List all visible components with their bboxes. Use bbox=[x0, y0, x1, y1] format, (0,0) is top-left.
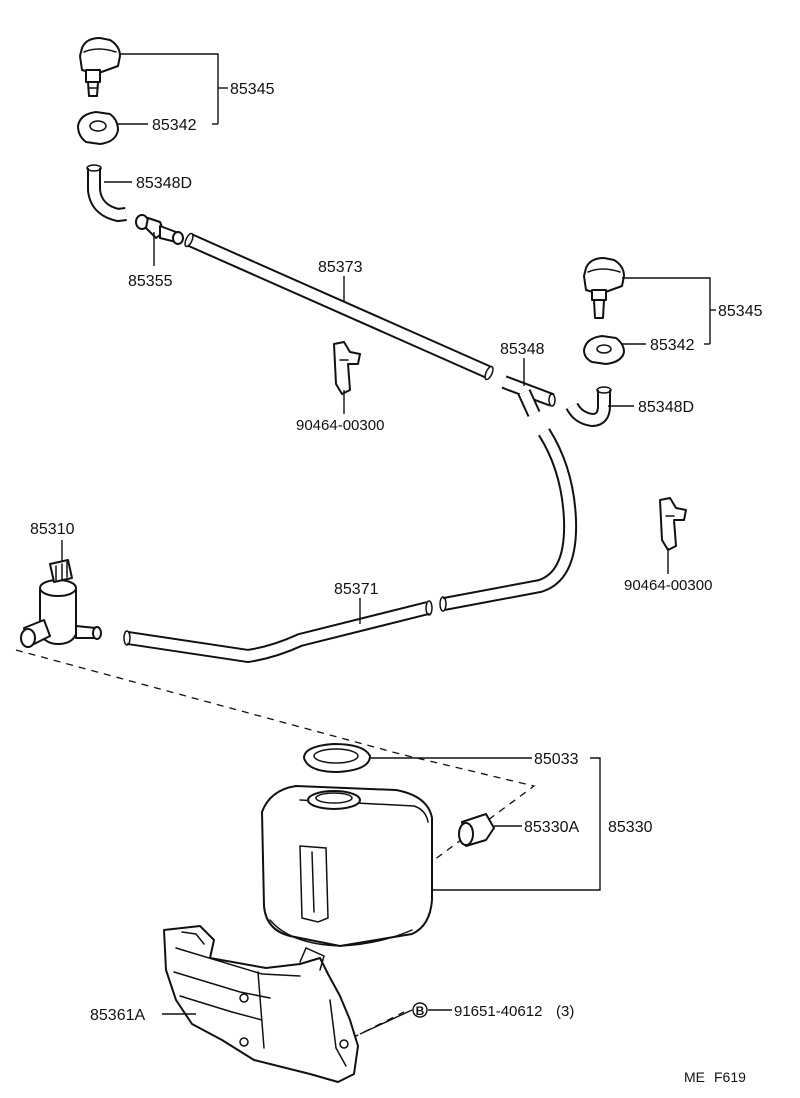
label-hose-upper: 85373 bbox=[318, 259, 363, 276]
clip-center bbox=[333, 341, 361, 395]
washer-nozzle-right bbox=[583, 257, 625, 319]
label-hose-elbow-left: 85348D bbox=[136, 175, 192, 192]
hose-joint-left bbox=[135, 214, 184, 245]
label-bolt-qty: (3) bbox=[556, 1003, 574, 1020]
leader-lines bbox=[61, 53, 716, 1035]
footer-code: ME bbox=[684, 1069, 705, 1085]
tank-bracket bbox=[163, 925, 359, 1083]
label-grommet: 85330A bbox=[524, 819, 579, 836]
hose-elbow-right bbox=[565, 386, 612, 427]
washer-tank bbox=[261, 785, 433, 947]
label-nozzle-gasket-left: 85342 bbox=[152, 117, 197, 134]
label-nozzle-gasket-right: 85342 bbox=[650, 337, 695, 354]
label-clip-center: 90464-00300 bbox=[296, 417, 384, 434]
label-hose-elbow-right: 85348D bbox=[638, 399, 694, 416]
clip-right bbox=[659, 497, 687, 551]
hose-upper bbox=[184, 232, 494, 381]
label-tank-cap: 85033 bbox=[534, 751, 579, 768]
label-pump: 85310 bbox=[30, 521, 75, 538]
tank-cap bbox=[303, 743, 371, 773]
label-nozzle-assy-right: 85345 bbox=[718, 303, 763, 320]
hose-lower bbox=[123, 600, 433, 663]
nozzle-gasket-left bbox=[77, 111, 119, 145]
label-clip-right: 90464-00300 bbox=[624, 577, 712, 594]
washer-pump bbox=[20, 559, 102, 648]
tank-grommet bbox=[458, 813, 495, 847]
footer-figure-number: F619 bbox=[714, 1069, 746, 1085]
label-hose-lower: 85371 bbox=[334, 581, 379, 598]
hose-joint-tee bbox=[501, 375, 556, 417]
label-bolt: 91651-40612 bbox=[454, 1003, 542, 1020]
label-tank-assy: 85330 bbox=[608, 819, 653, 836]
label-joint-right: 85348 bbox=[500, 341, 545, 358]
nozzle-gasket-right bbox=[583, 335, 625, 365]
label-bracket: 85361A bbox=[90, 1007, 145, 1024]
bolt-symbol-circle bbox=[412, 1002, 428, 1018]
bolt-symbol: B bbox=[416, 1004, 425, 1018]
bolt-callout: B bbox=[412, 1002, 428, 1018]
label-joint-left: 85355 bbox=[128, 273, 173, 290]
hose-right-curved bbox=[439, 428, 578, 612]
washer-nozzle-left bbox=[79, 37, 121, 97]
label-nozzle-assy-left: 85345 bbox=[230, 81, 275, 98]
hose-elbow-left bbox=[86, 164, 127, 222]
